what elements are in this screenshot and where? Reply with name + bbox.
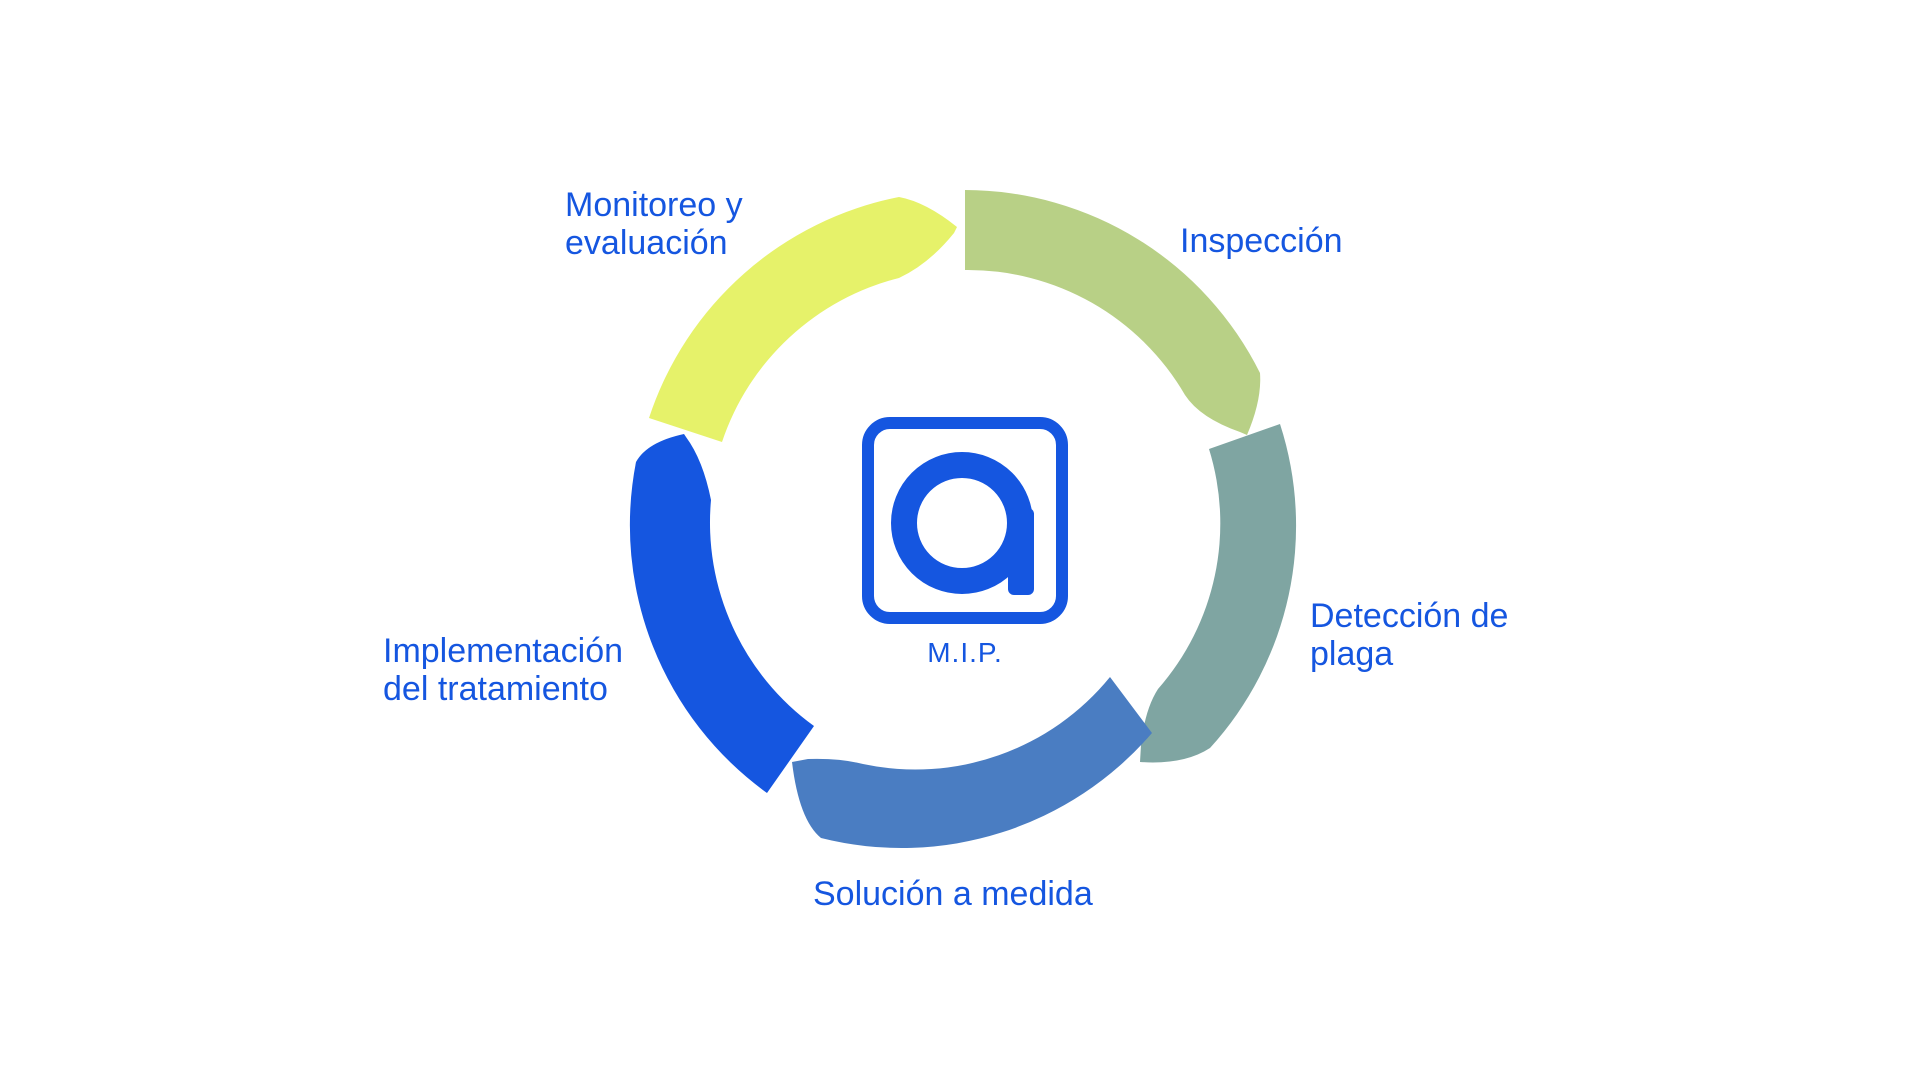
label-implementacion-line-2: del tratamiento [383,670,608,708]
center-label: M.I.P. [927,637,1003,668]
segment-implementacion [629,434,814,793]
segment-solucion [792,677,1152,849]
label-solucion: Solución a medida [813,875,1093,913]
label-deteccion: Detección de plaga [1310,597,1518,673]
logo-frame [862,417,1068,624]
label-inspeccion-line-1: Inspección [1180,222,1343,260]
label-implementacion-line-1: Implementación [383,632,623,670]
logo-letter-a-bowl [891,452,1033,594]
label-deteccion-line-2: plaga [1310,635,1393,673]
step-labels: Inspección Detección de plaga Solución a… [383,186,1518,913]
segment-deteccion [1140,424,1297,763]
at-sign-logo-icon [891,452,1034,595]
label-deteccion-line-1: Detección de [1310,597,1508,635]
cycle-ring [629,190,1297,849]
label-monitoreo-line-1: Monitoreo y [565,186,743,224]
segment-monitoreo [649,197,957,442]
label-solucion-line-1: Solución a medida [813,875,1093,913]
segment-inspeccion [965,190,1261,435]
label-implementacion: Implementación del tratamiento [383,632,632,708]
label-monitoreo: Monitoreo y evaluación [565,186,752,262]
label-monitoreo-line-2: evaluación [565,224,728,262]
logo-letter-a-stem [1008,508,1034,595]
label-inspeccion: Inspección [1180,222,1343,260]
mip-logo: M.I.P. [862,417,1068,668]
